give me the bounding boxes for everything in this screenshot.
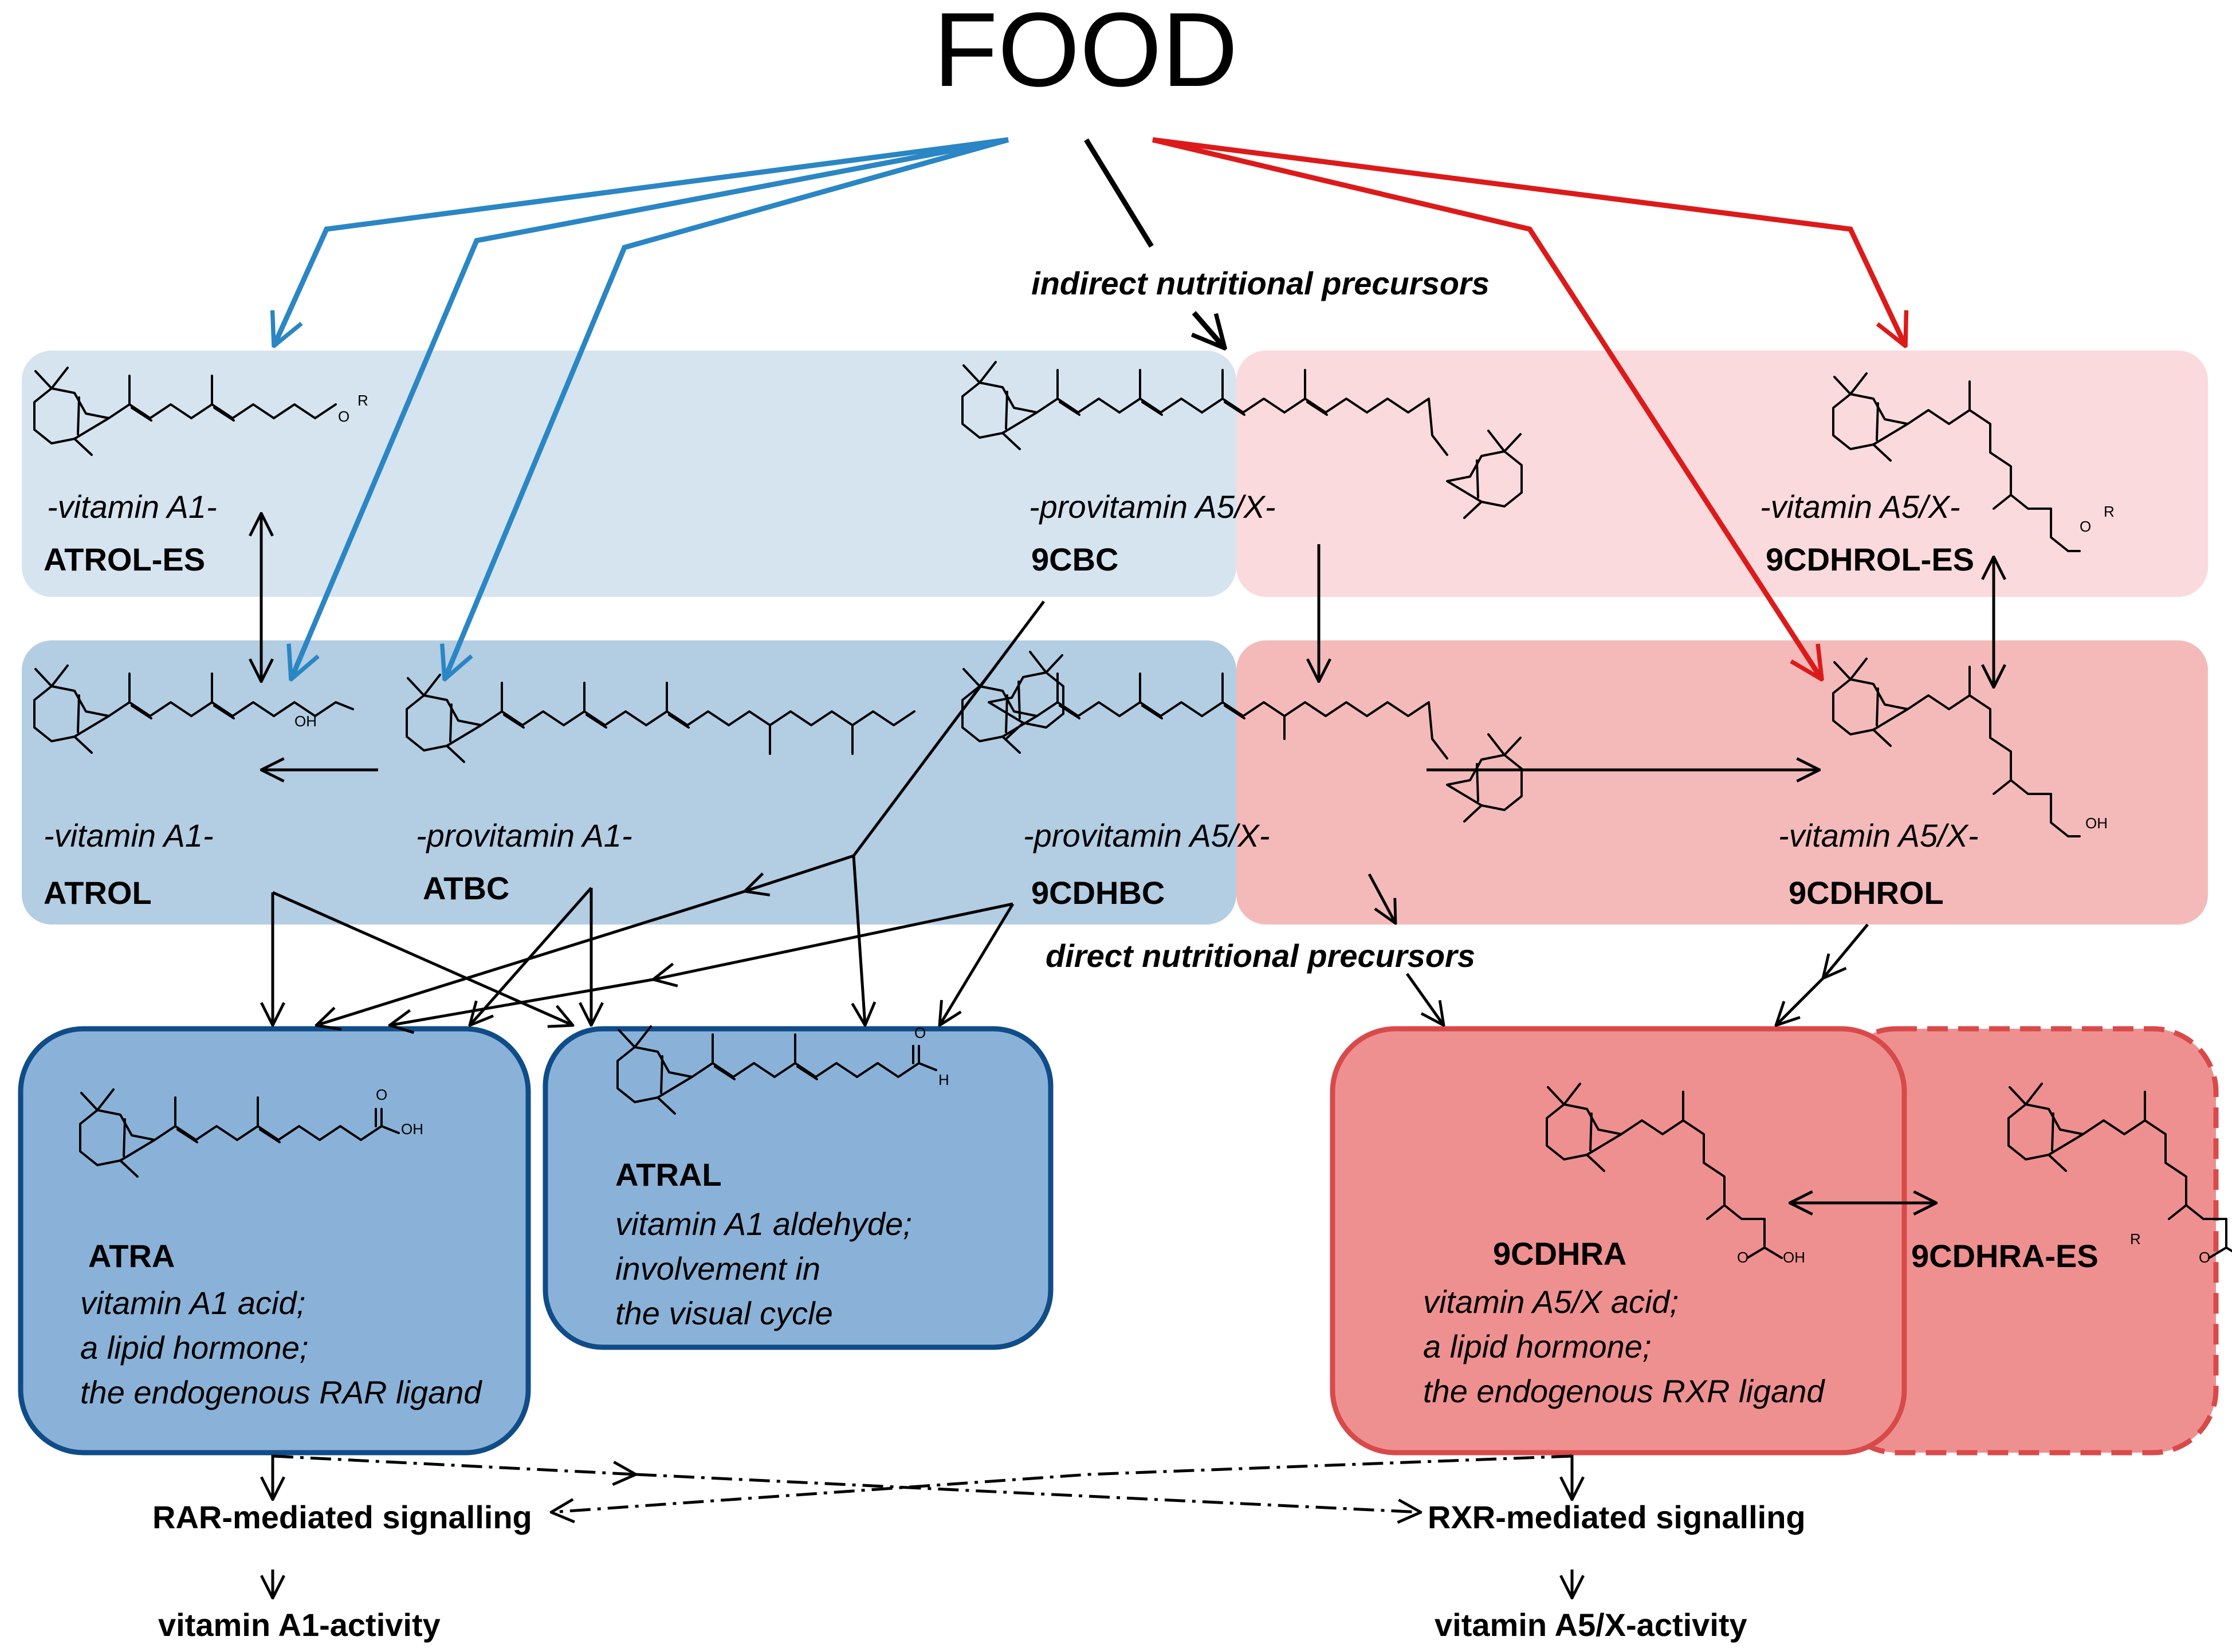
- structure-atra: O OH: [79, 1086, 423, 1178]
- atra-description: vitamin A1 acid; a lipid hormone; the en…: [80, 1285, 482, 1410]
- rxr-signalling-label: RXR-mediated signalling: [1428, 1499, 1806, 1535]
- 9cdhbc-name: 9CDHBC: [1031, 875, 1165, 911]
- structure-9cbc: [961, 361, 1523, 519]
- atbc-name: ATBC: [423, 870, 509, 906]
- 9cdhrol-class: -vitamin A5/X-: [1778, 817, 1979, 853]
- rar-signalling-label: RAR-mediated signalling: [152, 1499, 532, 1535]
- conversion-arrows: [261, 513, 1994, 1598]
- 9cdhra-name: 9CDHRA: [1493, 1236, 1626, 1272]
- food-arrows-red: [1152, 137, 1905, 679]
- atbc-class: -provitamin A1-: [416, 817, 632, 853]
- atral-description: vitamin A1 aldehyde; involvement in the …: [615, 1206, 912, 1331]
- svg-text:O: O: [338, 408, 349, 425]
- svg-text:OH: OH: [1783, 1249, 1805, 1266]
- svg-text:vitamin A1 aldehyde;: vitamin A1 aldehyde;: [615, 1206, 912, 1242]
- svg-text:R: R: [357, 392, 368, 409]
- structure-atral: O H: [616, 1024, 949, 1115]
- food-arrow-indirect: [1084, 138, 1225, 348]
- 9cdhra-es-r: R: [2130, 1230, 2141, 1248]
- svg-text:OH: OH: [401, 1120, 423, 1138]
- svg-text:vitamin A5/X acid;: vitamin A5/X acid;: [1423, 1284, 1679, 1320]
- vitamin-a5x-activity-label: vitamin A5/X-activity: [1435, 1607, 1747, 1643]
- structure-atrol: OH: [33, 664, 354, 754]
- band-vitamin-a5x: [1236, 640, 2208, 925]
- atrol-class: -vitamin A1-: [44, 817, 214, 853]
- svg-text:O: O: [914, 1024, 926, 1041]
- structure-9cdhra: O OH: [1546, 1083, 1805, 1266]
- svg-text:a lipid hormone;: a lipid hormone;: [80, 1330, 308, 1366]
- 9cdhrol-es-name: 9CDHROL-ES: [1766, 541, 1974, 577]
- band-vitamin-a1: [22, 640, 1236, 925]
- 9cdhbc-class: -provitamin A5/X-: [1023, 817, 1270, 853]
- title: FOOD: [933, 0, 1238, 108]
- svg-text:the endogenous RAR ligand: the endogenous RAR ligand: [80, 1374, 482, 1410]
- structure-9cdhra-es: O O: [2007, 1083, 2232, 1266]
- structure-9cdhrol-es: O R: [1832, 372, 2115, 552]
- structure-9cdhbc: [961, 664, 1523, 823]
- svg-text:O: O: [1737, 1249, 1748, 1266]
- 9cdhrol-name: 9CDHROL: [1789, 875, 1944, 911]
- 9cdhra-es-name: 9CDHRA-ES: [1911, 1238, 2099, 1274]
- svg-text:a lipid hormone;: a lipid hormone;: [1423, 1328, 1651, 1364]
- structure-9cdhrol: OH: [1832, 658, 2108, 837]
- structure-atbc: [406, 651, 1064, 763]
- cross-signalling-arrows: [272, 1454, 1573, 1512]
- atral-name: ATRAL: [615, 1157, 722, 1193]
- 9cdhrol-es-class: -vitamin A5/X-: [1760, 489, 1960, 525]
- atrol-es-name: ATROL-ES: [44, 541, 205, 577]
- svg-text:the endogenous RXR ligand: the endogenous RXR ligand: [1423, 1373, 1825, 1409]
- svg-text:O: O: [2199, 1249, 2210, 1266]
- svg-text:H: H: [938, 1071, 949, 1088]
- svg-text:the visual cycle: the visual cycle: [615, 1295, 833, 1331]
- svg-text:O: O: [376, 1086, 387, 1103]
- box-9cdhra: [1330, 1026, 1907, 1456]
- atrol-es-class: -vitamin A1-: [47, 489, 217, 525]
- vitamin-a1-activity-label: vitamin A1-activity: [158, 1607, 441, 1643]
- 9cbc-name: 9CBC: [1031, 541, 1118, 577]
- svg-text:OH: OH: [2085, 815, 2108, 832]
- box-atra: [18, 1026, 531, 1456]
- svg-text:vitamin A1 acid;: vitamin A1 acid;: [80, 1285, 305, 1321]
- label-indirect-precursors: indirect nutritional precursors: [1031, 265, 1490, 301]
- atra-name: ATRA: [88, 1238, 175, 1274]
- structure-atrol-es: O R: [33, 367, 368, 456]
- band-vitamin-a5x-esters: [1236, 351, 2208, 597]
- 9cdhra-description: vitamin A5/X acid; a lipid hormone; the …: [1423, 1284, 1825, 1409]
- box-atral: [543, 1026, 1054, 1350]
- label-direct-precursors: direct nutritional precursors: [1046, 938, 1475, 974]
- svg-text:R: R: [2104, 503, 2115, 520]
- svg-text:OH: OH: [294, 713, 317, 730]
- svg-text:O: O: [2080, 518, 2091, 535]
- food-arrows-blue: [274, 137, 1009, 679]
- atrol-name: ATROL: [44, 875, 152, 911]
- svg-text:involvement in: involvement in: [615, 1250, 820, 1287]
- 9cbc-class: -provitamin A5/X-: [1029, 489, 1276, 525]
